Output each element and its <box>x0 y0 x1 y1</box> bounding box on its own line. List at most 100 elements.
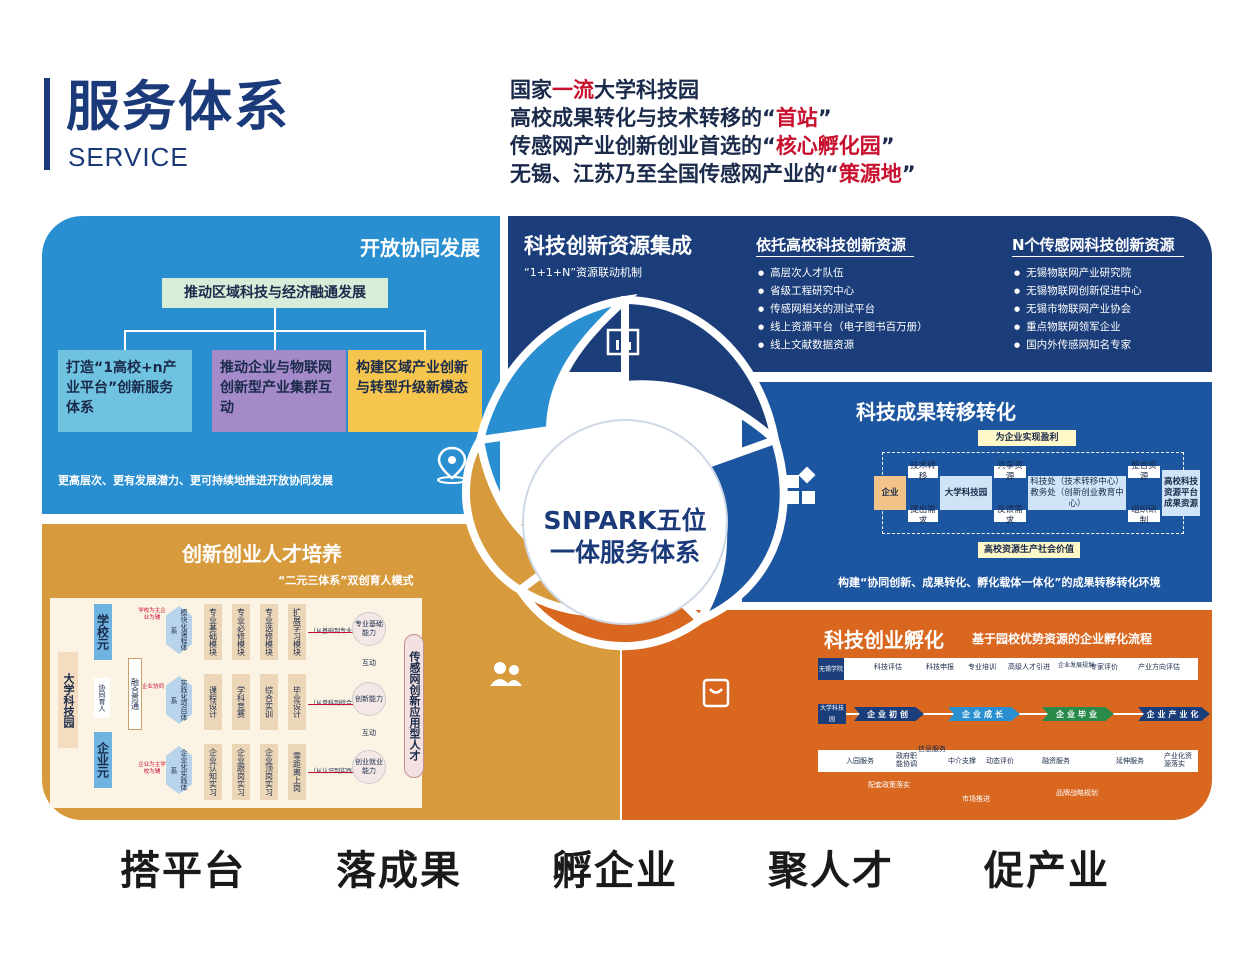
panel-open-collaboration: 开放协同发展 推动区域科技与经济融通发展 打造“1高校+n产业平台”创新服务体系… <box>42 216 500 514</box>
service-item: 入园服务 <box>846 757 874 765</box>
goal-box: 构建区域产业创新与转型升级新模态 <box>348 350 482 432</box>
goal-box: 推动企业与物联网创新型产业集群互动 <box>212 350 346 432</box>
center-title-line1: SNPARK五位 <box>543 506 707 535</box>
goal-box: 打造“1高校+n产业平台”创新服务体系 <box>58 350 192 432</box>
panel-footer: 更高层次、更有发展潜力、更可持续地推进开放协同发展 <box>58 474 333 487</box>
service-strip-bottom <box>818 750 1198 772</box>
flow-label: 反馈需求 <box>994 505 1026 526</box>
timeline-line <box>846 713 1206 715</box>
list-item: 国内外传感网知名专家 <box>1014 336 1142 354</box>
list-item: 无锡物联网创新促进中心 <box>1014 282 1142 300</box>
service-item: 产业方向评估 <box>1138 663 1180 671</box>
module: 企业认知实习 <box>204 744 222 800</box>
module: 企业顶岗实习 <box>260 744 278 800</box>
module: 扩展学习模块 <box>288 604 306 660</box>
center-circle <box>522 419 728 625</box>
park-node: 大学科技园 <box>58 652 78 748</box>
service-item: 信息服务 <box>918 745 946 753</box>
service-item: 产业化资源落实 <box>1164 752 1192 768</box>
service-item: 高级人才引进 <box>1008 663 1050 671</box>
panel-subtitle: “1+1+N”资源联动机制 <box>524 266 643 279</box>
enterprise-node: 企业元 <box>94 732 112 788</box>
panel-incubation: 科技创业孵化 基于园校优势资源的企业孵化流程 无锡学院 科技评估 科技申报 专业… <box>622 610 1212 820</box>
resource-list: 无锡物联网产业研究院 无锡物联网创新促进中心 无锡市物联网产业协会 重点物联网领… <box>1014 264 1142 354</box>
cooperate-node: 协同育人 <box>94 678 110 718</box>
apps-grid-icon <box>786 466 816 504</box>
panel-title: 科技创新资源集成 <box>524 234 692 258</box>
system-label: 模块化课程体系 <box>170 609 188 651</box>
flow-label: 组织研制 <box>1128 505 1160 526</box>
list-item: 传感网相关的测试平台 <box>758 300 928 318</box>
resource-list: 高层次人才队伍 省级工程研究中心 传感网相关的测试平台 线上资源平台（电子图书百… <box>758 264 928 354</box>
flow-label: 技术转移 <box>908 461 938 482</box>
bottom-label-results: 落成果 <box>336 848 462 894</box>
panel-subtitle: 基于园校优势资源的企业孵化流程 <box>972 632 1153 646</box>
connector-line <box>274 308 276 330</box>
stage-startup: 企业初创 <box>854 707 924 721</box>
list-item: 线上文献数据资源 <box>758 336 928 354</box>
module: 学科竞赛 <box>232 674 250 730</box>
ability-circle: 创新能力 <box>352 682 386 716</box>
office-box: 科技处（技术转移中心） 教务处（创新创业教育中心） <box>1028 476 1126 510</box>
divider <box>756 256 914 257</box>
service-item: 延伸服务 <box>1116 757 1144 765</box>
flow-label: 整合资源 <box>1128 461 1160 482</box>
shopping-bag-icon <box>702 678 730 708</box>
stage-industrialization: 企业产业化 <box>1138 707 1210 721</box>
people-icon <box>490 662 522 686</box>
center-title-line2: 一体服务体系 <box>549 538 700 567</box>
interaction-label: 互动 <box>362 659 376 667</box>
slogan-line: 传感网产业创新创业首选的“核心孵化园” <box>510 134 895 158</box>
service-strip-top <box>818 658 1198 680</box>
panel-title: 科技成果转移转化 <box>856 400 1016 424</box>
service-item: 专业培训 <box>968 663 996 671</box>
fusion-node: 融合贯通 <box>128 658 142 730</box>
module: 专业必修模块 <box>232 604 250 660</box>
bar-chart-icon <box>606 328 640 356</box>
swirl-resource <box>621 295 782 451</box>
connector-line <box>274 330 276 350</box>
system-hexagon <box>166 746 192 794</box>
service-item: 品牌战略规划 <box>1056 789 1098 797</box>
ability-circle: 专业基础能力 <box>352 612 386 646</box>
panel-title: 科技创业孵化 <box>824 628 944 652</box>
service-item: 科技申报 <box>926 663 954 671</box>
target-talent-node: 传感网创新应用型人才 <box>404 634 424 778</box>
bottom-label-industry: 促产业 <box>984 848 1110 894</box>
list-item: 无锡物联网产业研究院 <box>1014 264 1142 282</box>
ability-circle: 创业就业能力 <box>352 750 386 784</box>
service-item: 配套政策落实 <box>868 781 910 789</box>
service-item: 中介支撑 <box>948 757 976 765</box>
panel-subtitle: “二元三体系”双创育人模式 <box>278 574 414 587</box>
service-item: 专家评价 <box>1090 663 1118 671</box>
university-label: 无锡学院 <box>818 658 844 680</box>
module: 课程设计 <box>204 674 222 730</box>
system-hexagon <box>166 606 192 654</box>
connector-line <box>424 330 426 350</box>
service-item: 科技评估 <box>874 663 902 671</box>
module: 专业基础模块 <box>204 604 222 660</box>
swirl-open <box>474 293 638 445</box>
flow-label: 提出需求 <box>908 505 938 526</box>
stage-graduation: 企业毕业 <box>1042 707 1114 721</box>
service-item: 融资服务 <box>1042 757 1070 765</box>
profit-label: 为企业实现盈利 <box>978 430 1076 446</box>
service-item: 市场推进 <box>962 795 990 803</box>
arrow-line <box>308 772 356 773</box>
center-title: SNPARK五位 一体服务体系 <box>510 505 740 569</box>
university-resource-box: 高校科技资源平台成果资源 <box>1162 470 1200 516</box>
slogan-line: 无锡、江苏乃至全国传感网产业的“策源地” <box>510 162 916 186</box>
note-red: 学校为主企业为辅 <box>138 608 166 621</box>
arrow-line <box>308 704 356 705</box>
root-goal-box: 推动区域科技与经济融通发展 <box>162 278 388 308</box>
panel-tech-transfer: 科技成果转移转化 为企业实现盈利 企业 技术转移 提出需求 大学科技园 共享资源… <box>742 382 1212 602</box>
note-red: 企业协同 <box>142 684 165 690</box>
bottom-label-incubate: 孵企业 <box>552 848 678 894</box>
service-item: 政府职能协调 <box>896 752 917 768</box>
school-node: 学校元 <box>94 604 112 660</box>
social-value-label: 高校资源生产社会价值 <box>978 542 1080 558</box>
stage-note: （从认识到实践） <box>310 766 358 775</box>
module: 专业选修模块 <box>260 604 278 660</box>
list-item: 线上资源平台（电子图书百万册） <box>758 318 928 336</box>
